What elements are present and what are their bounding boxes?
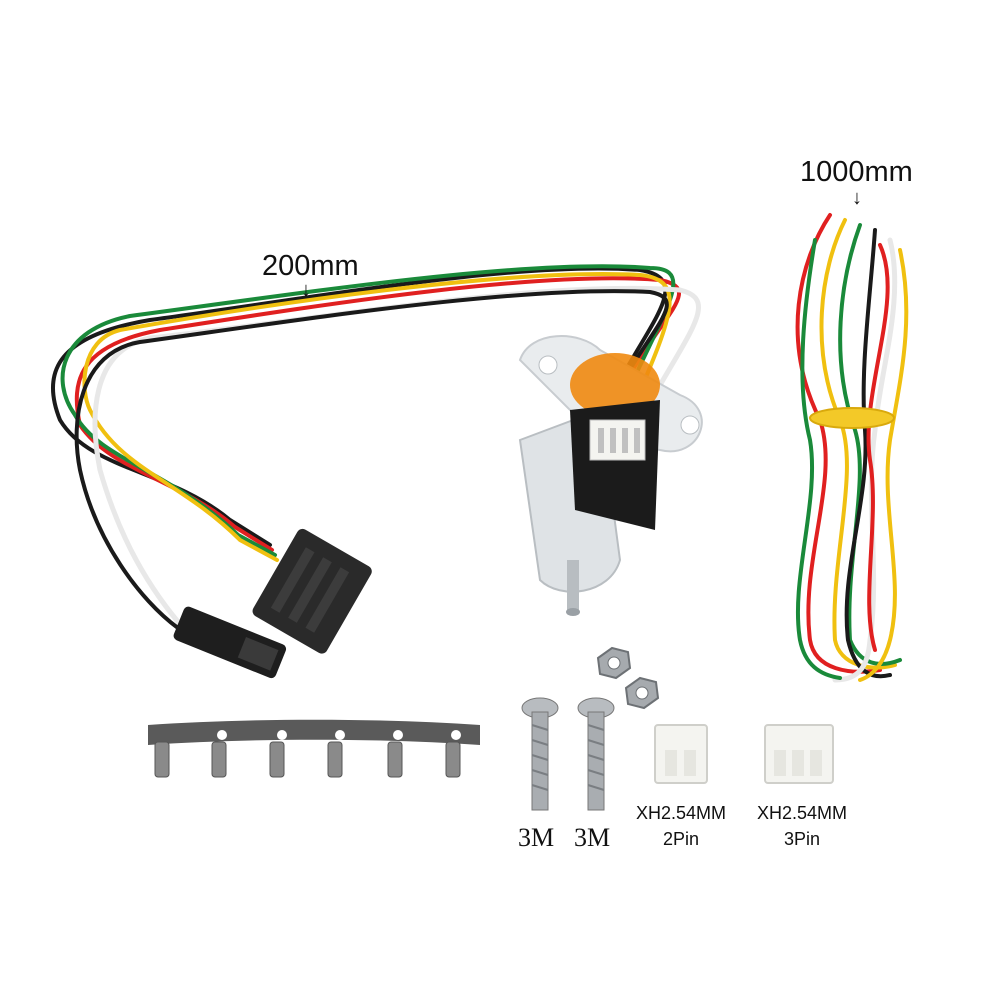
screw-label-left: 3M (518, 823, 555, 852)
hex-nut (624, 676, 660, 710)
xh-connector-2pin (654, 724, 708, 784)
cable-length-label-1000mm: 1000mm (800, 156, 913, 188)
crimp-terminal-strip (148, 719, 480, 778)
cable-tie (809, 407, 895, 429)
connector-label-3pin-count: 3Pin (783, 829, 821, 849)
connector-label-2pin-count: 2Pin (662, 829, 700, 849)
dupont-connector-2pin (173, 606, 287, 679)
m3-screw (521, 697, 559, 811)
dupont-connector-4pin (252, 528, 372, 654)
long-cable-bundle (795, 213, 909, 683)
connector-label-2pin-type: XH2.54MM (635, 803, 727, 823)
short-cable (50, 264, 701, 633)
screw-label-right: 3M (574, 823, 611, 852)
cable-length-label-200mm: 200mm (262, 250, 359, 282)
connector-label-3pin-type: XH2.54MM (756, 803, 848, 823)
m3-screw (577, 697, 615, 811)
xh-connector-3pin (764, 724, 834, 784)
connector-label-2pin: XH2.54MM 2Pin (626, 800, 736, 852)
probe-sensor (518, 335, 703, 616)
hex-nut (596, 646, 632, 680)
arrow-down-icon: ↓ (852, 187, 862, 209)
arrow-down-icon: ↓ (301, 279, 311, 301)
connector-label-3pin: XH2.54MM 3Pin (746, 800, 858, 852)
